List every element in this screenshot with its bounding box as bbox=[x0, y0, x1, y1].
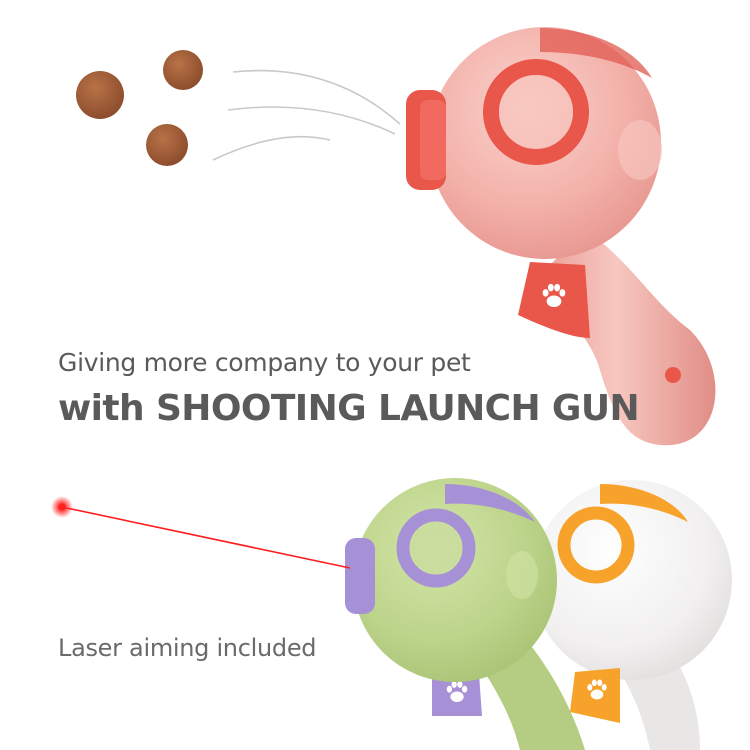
headline-text: with SHOOTING LAUNCH GUN bbox=[58, 388, 640, 429]
green-gun-ring bbox=[396, 508, 476, 588]
laser-caption-text: Laser aiming included bbox=[58, 634, 317, 662]
pink-gun-ring bbox=[483, 59, 589, 165]
white-launch-gun bbox=[532, 480, 732, 750]
kibble-pellets bbox=[76, 50, 203, 166]
kibble-pellet bbox=[163, 50, 203, 90]
green-gun-muzzle bbox=[345, 538, 375, 614]
green-launch-gun bbox=[345, 478, 585, 750]
pink-gun-speaker bbox=[618, 120, 662, 180]
white-gun-head bbox=[532, 480, 732, 680]
motion-lines bbox=[212, 69, 401, 161]
kibble-pellet bbox=[146, 124, 188, 166]
laser-beam bbox=[51, 496, 351, 569]
tagline-text: Giving more company to your pet bbox=[58, 348, 471, 377]
pink-gun-button bbox=[665, 367, 681, 383]
pink-launch-gun bbox=[406, 27, 716, 446]
white-gun-cap bbox=[600, 484, 688, 522]
green-gun-cap bbox=[445, 484, 535, 522]
pink-gun-cap bbox=[540, 28, 652, 78]
kibble-pellet bbox=[76, 71, 124, 119]
white-gun-ring bbox=[557, 506, 635, 584]
